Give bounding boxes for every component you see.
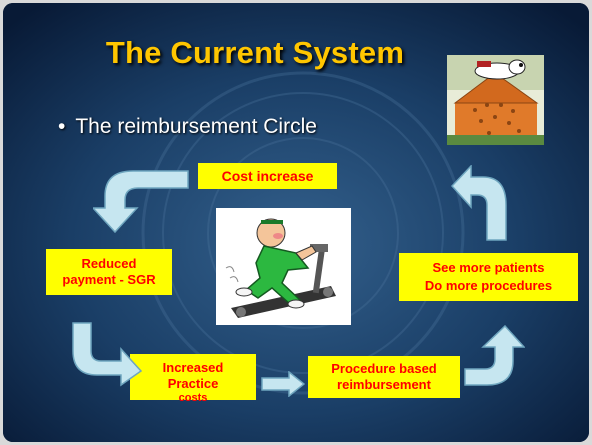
node-increased-costs-line2: Practice [167,376,219,391]
node-increased-costs-line1: Increased [162,360,224,375]
treadmill-runner-icon [216,208,351,325]
node-increased-costs-line3: costs [178,392,208,404]
bullet-text: The reimbursement Circle [75,115,317,138]
node-more-patients-line2: Do more procedures [424,278,553,293]
node-procedure-reimbursement-line1: Procedure based [331,361,437,376]
bullet-item: • The reimbursement Circle [58,115,317,139]
node-more-patients-line1: See more patients [432,260,545,275]
slide-frame: The Current System • The reimbursement Ci… [3,3,589,442]
node-more-patients: See more patients Do more procedures [399,253,578,301]
arrow-procedure-to-patients [464,325,525,386]
node-reduced-payment-line1: Reduced [81,256,137,271]
arrow-cost-to-reduced [93,170,189,234]
node-cost-increase-label: Cost increase [221,168,314,184]
node-reduced-payment: Reduced payment - SGR [46,249,172,295]
node-increased-costs: Increased Practice costs [130,354,256,404]
node-cost-increase: Cost increase [198,163,337,189]
bullet-dot-icon: • [58,115,66,138]
arrow-reduced-to-costs [72,322,143,387]
slide-title: The Current System [105,35,405,70]
snoopy-doghouse-icon [447,55,544,145]
seal-watermark [141,71,465,395]
arrow-costs-to-procedure [261,371,305,397]
node-procedure-reimbursement: Procedure based reimbursement [308,356,460,398]
arrow-patients-to-cost [451,165,507,241]
node-procedure-reimbursement-line2: reimbursement [337,377,431,392]
node-reduced-payment-line2: payment - SGR [62,272,156,287]
